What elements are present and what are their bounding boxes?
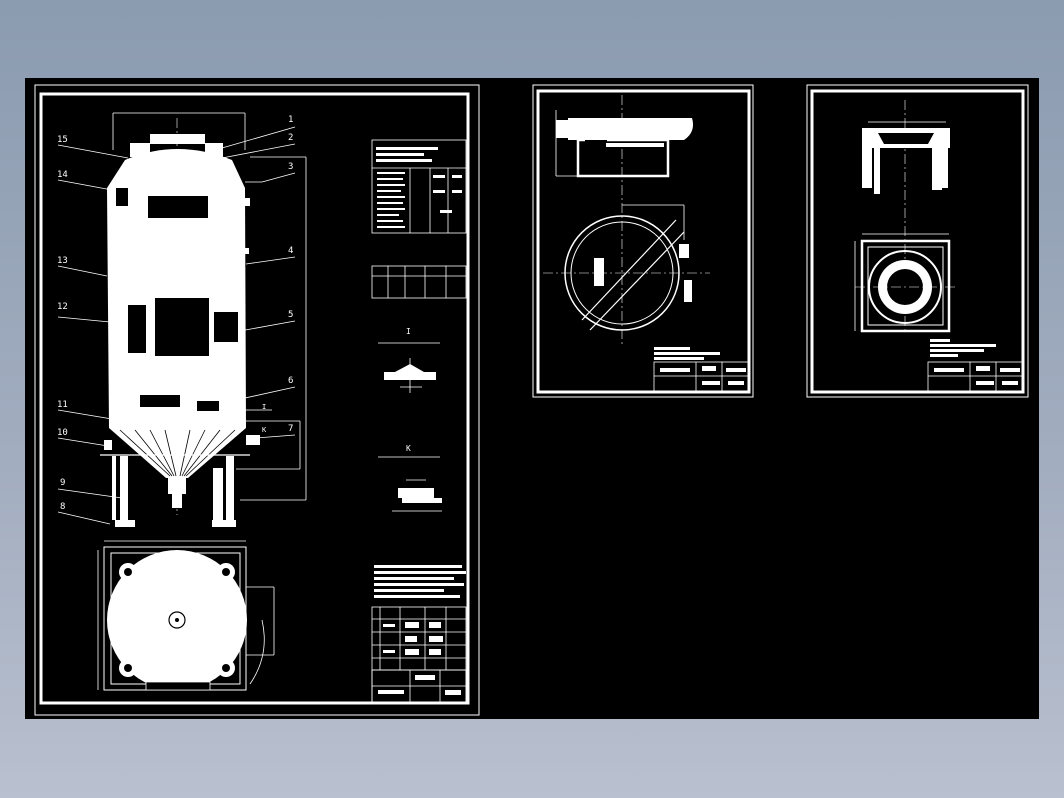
balloon-5: 5 [288, 310, 293, 320]
sheet-support-detail [806, 84, 1029, 398]
balloon-12: 12 [57, 302, 68, 312]
dimension-lines [97, 112, 307, 690]
plan-view [103, 546, 265, 691]
balloon-14: 14 [57, 170, 68, 180]
detail-k-title: K [406, 444, 411, 453]
detail-k [378, 456, 442, 512]
tech-table-1-text [376, 147, 462, 228]
balloon-7: 7 [288, 424, 293, 434]
tech-table-2 [371, 265, 467, 299]
balloon-13: 13 [57, 256, 68, 266]
detail-i [378, 342, 440, 393]
detail-i-title: I [406, 327, 411, 336]
cone-ribs [119, 429, 236, 477]
balloon-2: 2 [288, 133, 293, 143]
parts-list-text [378, 622, 461, 695]
tech-table-1 [371, 139, 467, 234]
sheet-main-assembly [34, 84, 480, 716]
title-block-main [371, 669, 467, 704]
balloon-9: 9 [60, 478, 65, 488]
section-mark-i: I [262, 403, 266, 411]
sheet-manway-detail [532, 84, 754, 398]
technical-notes [374, 565, 466, 598]
balloon-15: 15 [57, 135, 68, 145]
balloon-11: 11 [57, 400, 68, 410]
balloon-10: 10 [57, 428, 68, 438]
balloon-3: 3 [288, 162, 293, 172]
balloon-8: 8 [60, 502, 65, 512]
balloon-6: 6 [288, 376, 293, 386]
balloon-1: 1 [288, 115, 293, 125]
leader-lines [57, 126, 296, 525]
vessel-internal-detail [116, 188, 238, 411]
balloon-4: 4 [288, 246, 293, 256]
section-mark-k: K [262, 426, 267, 434]
